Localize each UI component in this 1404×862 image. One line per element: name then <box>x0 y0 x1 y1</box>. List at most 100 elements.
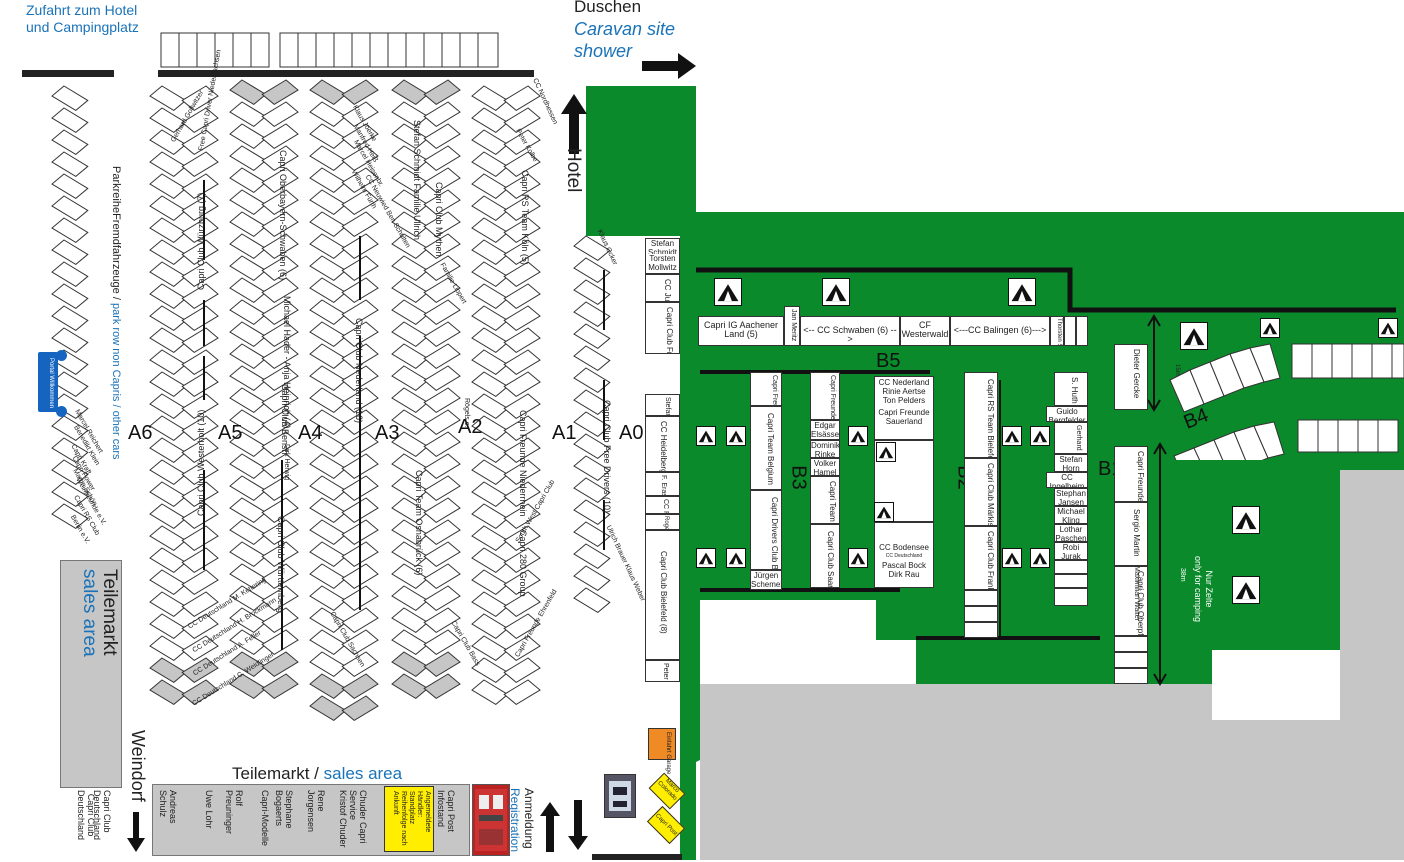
parking-stall <box>309 299 347 326</box>
parking-stall <box>51 415 89 442</box>
row-label-a4: A4 <box>298 422 323 444</box>
row-label-b5: B5 <box>876 350 901 372</box>
vendor-name: Chuder Capri Service <box>348 790 368 844</box>
sales-area-left-label: Teilemarkt sales area <box>79 569 120 657</box>
parking-stall <box>149 85 187 112</box>
parking-stall <box>309 277 347 304</box>
parking-stall <box>423 299 461 326</box>
b1-maximilian: Maximilian Walter <box>1133 566 1140 621</box>
parking-stall <box>229 629 267 656</box>
parking-stall <box>341 123 379 150</box>
tent-icon <box>1002 548 1022 568</box>
parking-stall <box>149 305 187 332</box>
parking-stall <box>229 189 267 216</box>
space-b1-oberpfalz: Capri Club Oberpfalz (8) <box>1114 566 1148 636</box>
parking-stall <box>261 607 299 634</box>
parking-stall <box>503 85 541 112</box>
parking-stall <box>149 129 187 156</box>
vendor-name: Stephane Bogaerts <box>274 790 294 829</box>
parking-stall <box>391 673 429 700</box>
parking-stall <box>423 585 461 612</box>
parking-stall <box>261 79 299 106</box>
space-b1-gerhard: Gerhard Brunner <box>1054 422 1088 454</box>
parking-stall <box>149 239 187 266</box>
parking-stall <box>503 107 541 134</box>
parking-stall <box>423 541 461 568</box>
parking-stall <box>391 497 429 524</box>
parking-stall <box>309 255 347 282</box>
parking-stall <box>503 393 541 420</box>
parking-stall <box>471 283 509 310</box>
parking-stall <box>341 629 379 656</box>
parking-stall <box>229 233 267 260</box>
parking-stall <box>149 107 187 134</box>
space-b1-empty <box>1054 560 1088 574</box>
row-label-a0: A0 <box>619 422 644 444</box>
parking-stall <box>181 239 219 266</box>
parking-stall <box>423 497 461 524</box>
tent-icon <box>822 278 850 306</box>
parking-stall <box>229 607 267 634</box>
tent-icon <box>696 426 716 446</box>
parking-stall <box>261 651 299 678</box>
parking-stall <box>181 613 219 640</box>
car-photo <box>604 774 636 818</box>
parking-stall <box>503 217 541 244</box>
dealer-note: Angemeldete Händler: Standplatz Reihenfo… <box>384 786 434 852</box>
parking-stall <box>423 79 461 106</box>
row-label-b3: B3 <box>787 465 810 490</box>
parking-stall <box>391 299 429 326</box>
space-b2-empty <box>964 606 998 622</box>
parking-stall <box>391 409 429 436</box>
tent-icon <box>1180 322 1208 350</box>
parking-stall <box>471 349 509 376</box>
parking-stall <box>261 387 299 414</box>
park-row-label: ParkreiheFremdfahrzeuge / park row non C… <box>110 166 122 460</box>
parking-stall <box>423 343 461 370</box>
space-b1-lothar: Lothar Paschen <box>1054 524 1088 542</box>
parking-stall <box>261 101 299 128</box>
tent-icon <box>1030 426 1050 446</box>
hotel-label: Hotel <box>563 148 584 193</box>
space-b3-edgar: Edgar Elsässer <box>810 420 840 440</box>
tent-icon <box>1378 318 1398 338</box>
space-a0-becker: Stefan Becker <box>645 394 680 416</box>
parking-stall <box>471 327 509 354</box>
dist-label-38m: 38m <box>1179 568 1186 582</box>
parking-stall <box>51 261 89 288</box>
space-b3-maskovic: Capri Freunde Maskovic <box>750 372 782 406</box>
arrow-down-icon <box>127 812 145 852</box>
a1-capri280: Capri 280 Group <box>518 530 528 597</box>
parking-stall <box>309 101 347 128</box>
parking-stall <box>149 371 187 398</box>
vendor-name: Kristof Chuder <box>338 790 348 848</box>
parking-stall <box>309 607 347 634</box>
parking-stall <box>391 79 429 106</box>
a3-nederland: Capri Club Nederland (16) <box>354 318 364 424</box>
parking-stall <box>181 283 219 310</box>
parking-stall <box>51 459 89 486</box>
parking-stall <box>309 211 347 238</box>
parking-stall <box>229 167 267 194</box>
parking-stall <box>261 475 299 502</box>
parking-stall <box>471 239 509 266</box>
parking-stall <box>391 629 429 656</box>
tent-icon <box>714 278 742 306</box>
space-b3-dominik: Dominik Rinke <box>810 440 840 458</box>
parking-stall <box>149 261 187 288</box>
parking-stall <box>391 321 429 348</box>
tent-icon <box>1232 576 1260 604</box>
parking-stall <box>229 453 267 480</box>
parking-stall <box>229 387 267 414</box>
parking-stall <box>181 85 219 112</box>
parking-stall <box>423 145 461 172</box>
parking-stall <box>341 79 379 106</box>
parking-stall <box>181 591 219 618</box>
parking-stall <box>471 657 509 684</box>
parking-stall <box>51 195 89 222</box>
parking-stall <box>229 431 267 458</box>
parking-stall <box>471 371 509 398</box>
parking-stall <box>181 217 219 244</box>
space-b5-bodensee: CC Bodensee CC Deutschland Pascal Bock D… <box>874 522 934 588</box>
tent-icon <box>726 426 746 446</box>
